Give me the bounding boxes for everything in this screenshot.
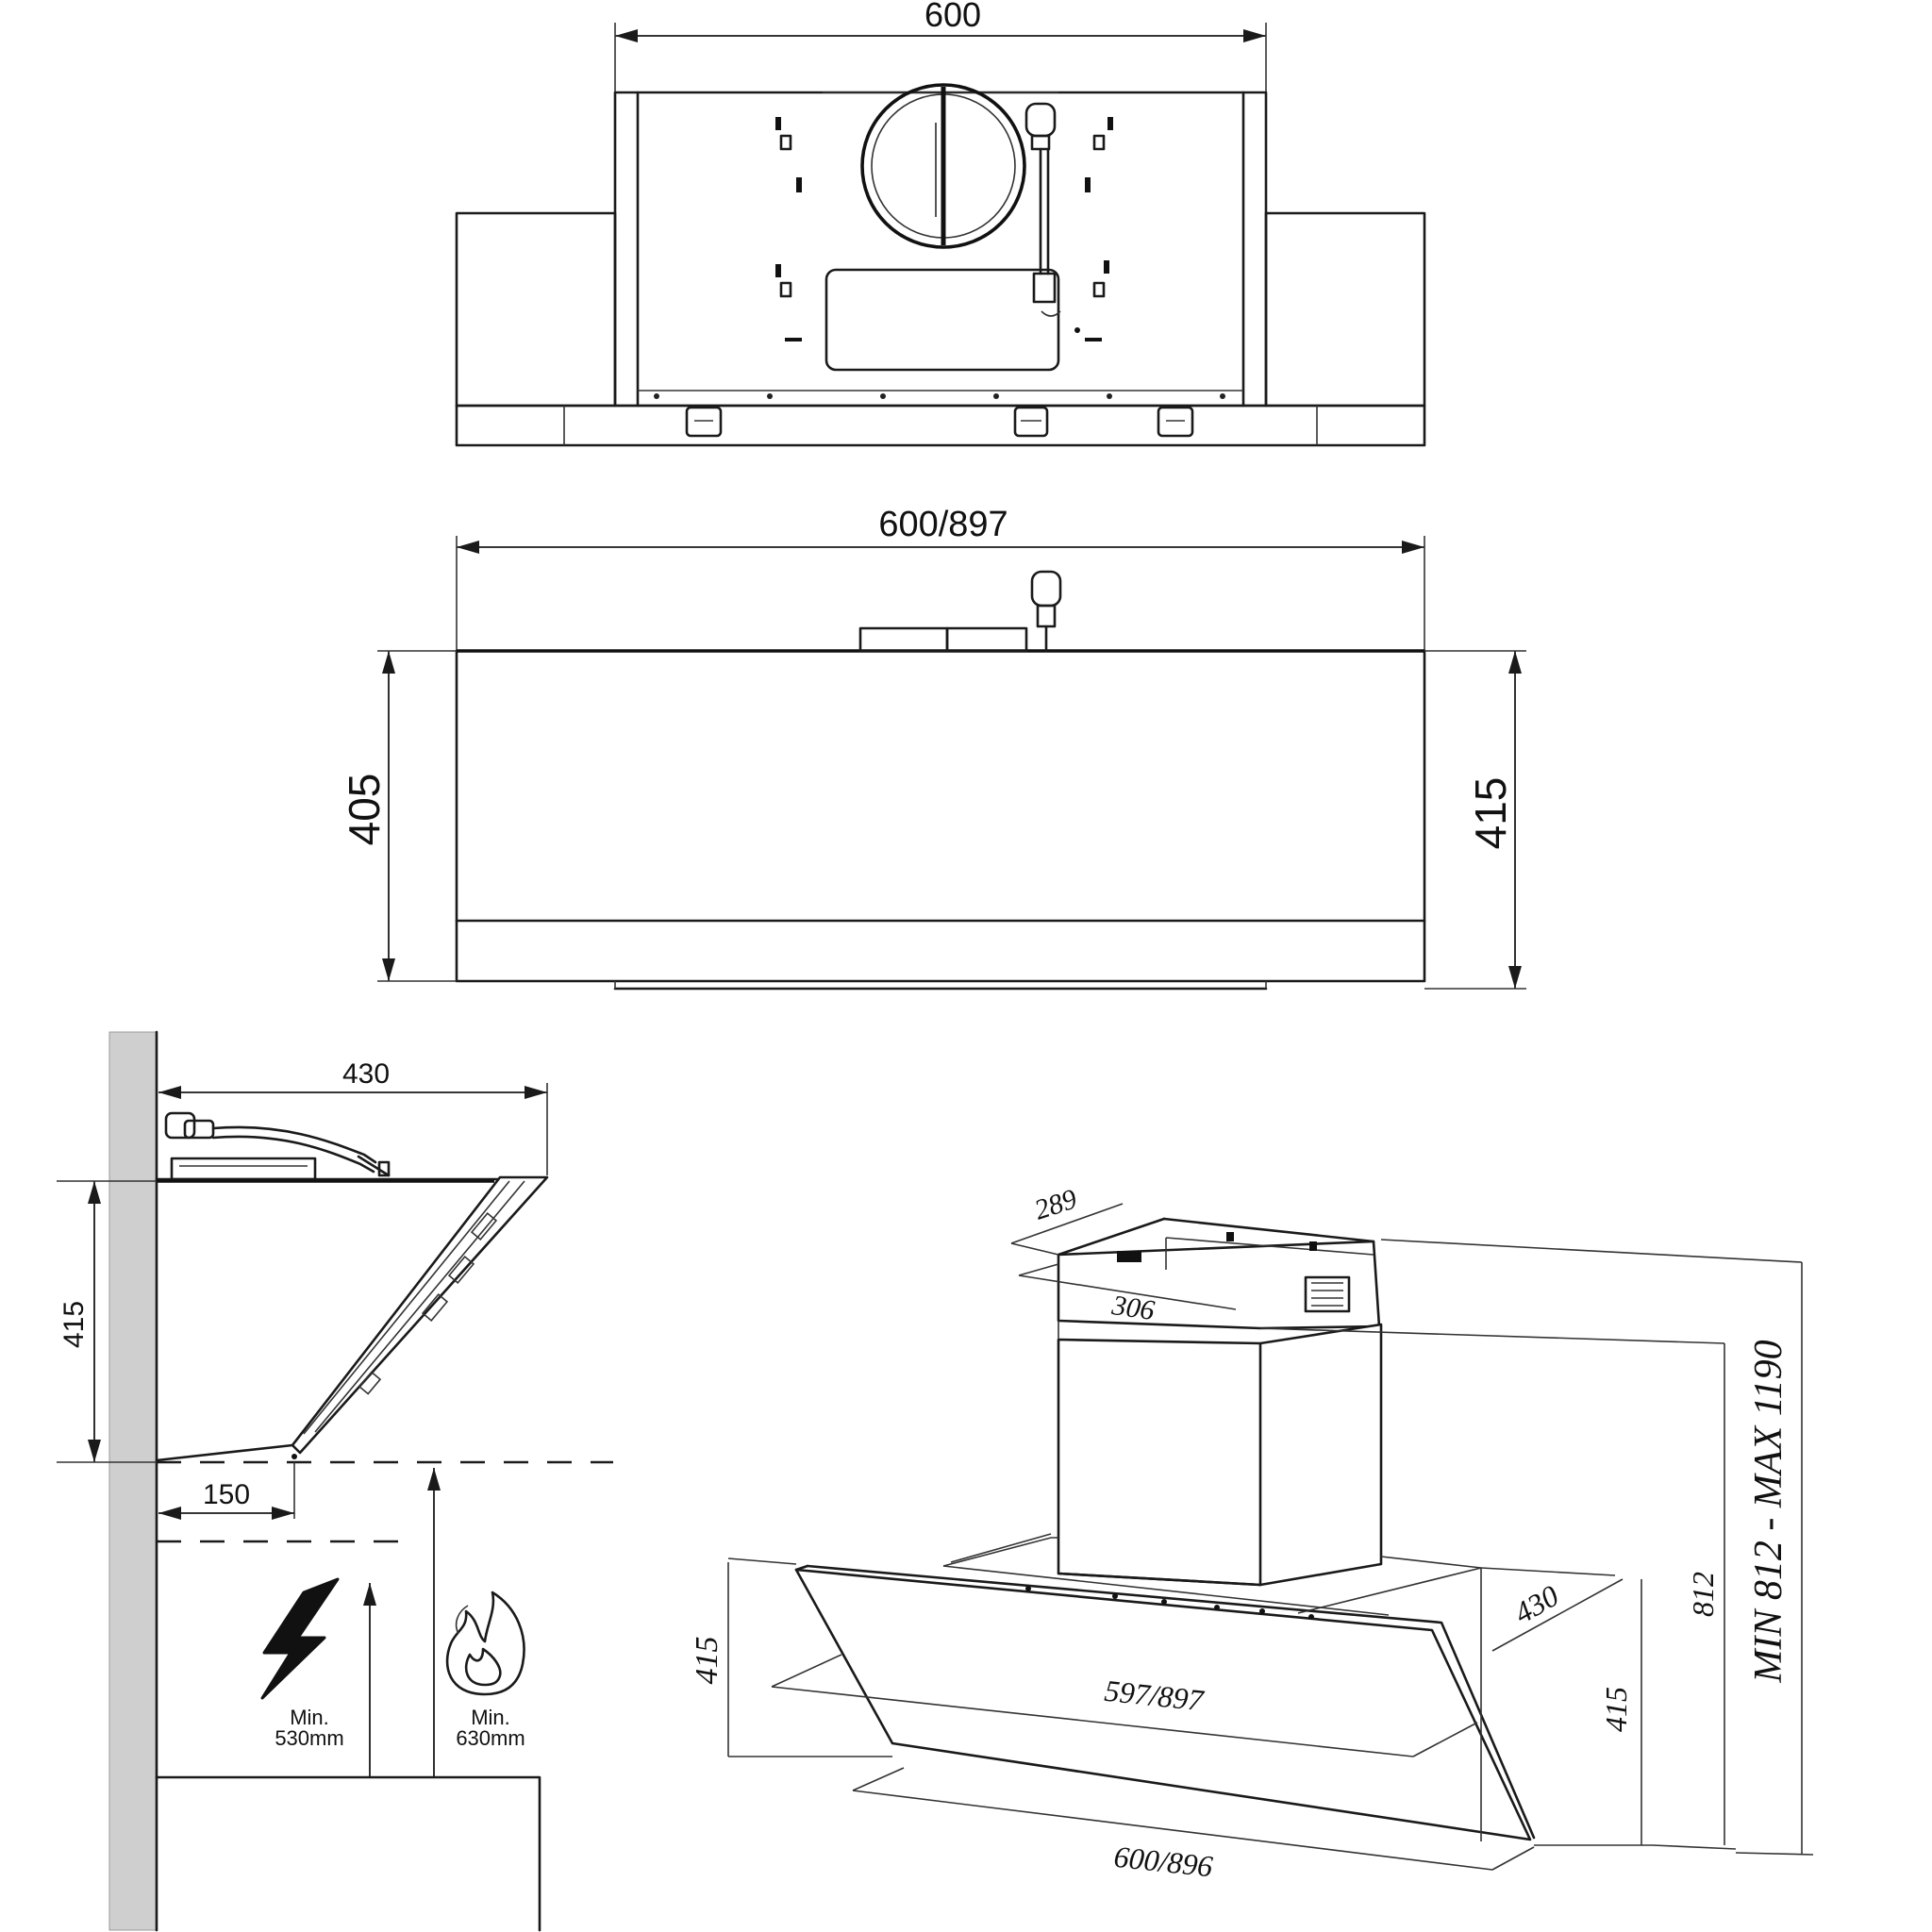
- iso-bottom-width-label: 600/896: [1112, 1840, 1214, 1884]
- vent-grille: [1304, 1275, 1351, 1313]
- iso-hood-glass: [794, 1564, 1536, 1841]
- bottom-strip: [455, 404, 1426, 447]
- elevation-left-height-label: 405: [340, 774, 389, 846]
- gas-min-label: Min.: [471, 1706, 510, 1729]
- arrow-left: [615, 29, 638, 42]
- hood-panel: [455, 649, 1426, 983]
- side-hood-body: [155, 1175, 549, 1462]
- iso-rear-plate: [942, 1533, 1482, 1614]
- iso-depth-label: 430: [1508, 1578, 1565, 1630]
- side-offset-label: 150: [203, 1479, 250, 1510]
- electric-min-label: Min.: [290, 1706, 329, 1729]
- motor-block-right: [945, 626, 1028, 653]
- chimney-top: [1057, 1217, 1381, 1330]
- wall: [108, 1031, 158, 1931]
- power-plug-icon: [1024, 102, 1080, 333]
- side-view: 430: [57, 1030, 613, 1932]
- chimney-width-label: 306: [1109, 1290, 1157, 1326]
- isometric-view: 289 306: [690, 1183, 1814, 1884]
- elevation-plug-icon: [1030, 570, 1062, 653]
- top-plate-bolts: [1025, 1586, 1314, 1620]
- motor-block-left: [858, 626, 949, 653]
- arrow-right: [1243, 29, 1266, 42]
- clip-center: [1013, 406, 1049, 438]
- side-height-label: 415: [58, 1301, 90, 1348]
- clip-right: [1157, 406, 1194, 438]
- side-depth-label: 430: [342, 1058, 390, 1090]
- exhaust-outlet-icon: [860, 83, 1026, 249]
- worktop: [155, 1775, 541, 1932]
- gas-min-value: 630mm: [456, 1726, 525, 1750]
- electric-min-value: 530mm: [275, 1726, 343, 1750]
- flame-icon: [445, 1591, 525, 1696]
- front-view-width-label: 600: [924, 0, 981, 34]
- front-view: 600: [455, 0, 1426, 447]
- front-elevation: 600/897 405 415: [340, 505, 1526, 991]
- bolts: [654, 393, 1225, 399]
- elevation-width-label: 600/897: [878, 505, 1008, 544]
- iso-right-height-label: 415: [1599, 1687, 1633, 1732]
- elevation-right-height-label: 415: [1466, 777, 1515, 850]
- side-motor: [164, 1111, 391, 1181]
- chimney-depth-label: 289: [1031, 1183, 1081, 1225]
- clip-left: [685, 406, 723, 438]
- iso-range-label: MIN 812 - MAX 1190: [1747, 1340, 1790, 1683]
- back-plate-outline: [613, 91, 1268, 408]
- iso-hood-height-label: 415: [690, 1637, 724, 1685]
- iso-min-height-label: 812: [1686, 1572, 1720, 1617]
- filter-box: [824, 268, 1060, 372]
- lightning-icon: [260, 1577, 340, 1700]
- chimney-body: [1057, 1321, 1383, 1587]
- right-wing: [1264, 211, 1426, 408]
- mounting-slots: [775, 117, 1113, 341]
- left-wing: [455, 211, 617, 408]
